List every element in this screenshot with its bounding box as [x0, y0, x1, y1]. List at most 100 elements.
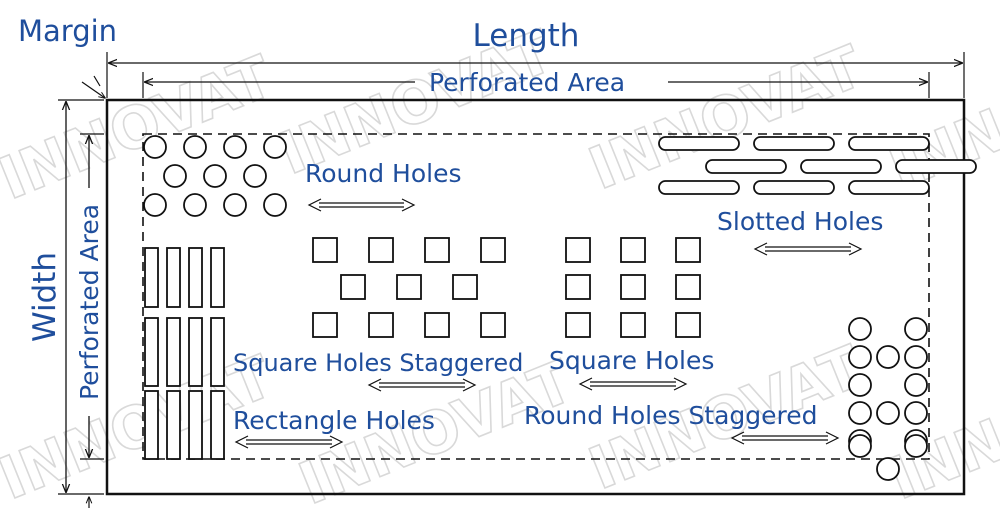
round-hole: [223, 193, 247, 217]
round-hole: [183, 135, 207, 159]
width-dimension: [58, 99, 104, 495]
rectangle-holes-label: Rectangle Holes: [233, 406, 435, 435]
square-hole: [424, 237, 450, 263]
arrow-path: [234, 435, 344, 449]
slot-hole: [848, 136, 930, 151]
round-hole: [848, 317, 872, 341]
round-hole: [904, 401, 928, 425]
round-holes-pattern: [143, 135, 287, 217]
square-hole: [340, 274, 366, 300]
round-hole: [876, 345, 900, 369]
round-hole: [904, 434, 928, 458]
square-hole: [312, 237, 338, 263]
round-hole: [848, 401, 872, 425]
round-hole: [183, 193, 207, 217]
double-direction-arrow: [753, 242, 863, 256]
square-hole: [675, 312, 701, 338]
rectangle-hole: [210, 390, 225, 460]
perforated-area-left-label: Perforated Area: [75, 204, 104, 400]
round-hole: [848, 345, 872, 369]
square-hole: [565, 312, 591, 338]
length-dimension: [106, 52, 965, 98]
arrow-path: [578, 377, 688, 391]
square-hole: [620, 312, 646, 338]
rectangle-hole: [144, 247, 159, 308]
rectangle-holes-pattern: [144, 247, 225, 460]
square-hole: [312, 312, 338, 338]
rectangle-hole: [188, 390, 203, 460]
rectangle-hole: [144, 390, 159, 460]
square-hole: [675, 237, 701, 263]
margin-label: Margin: [18, 14, 117, 48]
round-hole: [848, 373, 872, 397]
rectangle-hole: [210, 317, 225, 387]
rectangle-hole: [166, 247, 181, 308]
square-holes-staggered-label: Square Holes Staggered: [233, 349, 523, 377]
round-hole: [203, 164, 227, 188]
slot-hole: [753, 136, 835, 151]
direction-arrows: [234, 198, 863, 449]
round-holes-staggered-label: Round Holes Staggered: [524, 401, 818, 430]
perforated-area-boundary: [142, 133, 930, 460]
rectangle-hole: [188, 317, 203, 387]
square-hole: [424, 312, 450, 338]
rectangle-hole: [144, 317, 159, 387]
arrow-path: [730, 431, 840, 445]
arrow-path: [307, 198, 416, 212]
margin-indicator: [81, 75, 105, 98]
length-label: Length: [473, 18, 580, 54]
rectangle-hole: [166, 317, 181, 387]
arrow-path: [753, 242, 863, 256]
round-hole: [904, 345, 928, 369]
rectangle-hole: [188, 247, 203, 308]
slot-hole: [848, 180, 930, 195]
perforated-area-top-dimension: [142, 72, 930, 98]
square-hole: [368, 312, 394, 338]
round-holes-label: Round Holes: [305, 159, 462, 188]
round-holes-staggered-pattern: [848, 317, 928, 481]
arrow-path: [367, 378, 477, 392]
slotted-holes-pattern: [658, 136, 977, 195]
square-hole: [480, 312, 506, 338]
square-hole: [452, 274, 478, 300]
round-hole: [143, 193, 167, 217]
sheet-outline: [105, 98, 966, 496]
rectangle-hole: [210, 247, 225, 308]
square-hole: [480, 237, 506, 263]
square-hole: [368, 237, 394, 263]
round-hole: [904, 373, 928, 397]
double-direction-arrow: [578, 377, 688, 391]
watermark-text: INNOVAT: [0, 42, 282, 213]
perforated-area-left-dimension: [80, 133, 104, 460]
width-label: Width: [27, 252, 63, 342]
round-hole: [876, 401, 900, 425]
square-hole: [620, 237, 646, 263]
round-hole: [163, 164, 187, 188]
round-hole: [143, 135, 167, 159]
round-hole: [876, 457, 900, 481]
round-hole: [243, 164, 267, 188]
double-direction-arrow: [234, 435, 344, 449]
slot-hole: [753, 180, 835, 195]
double-direction-arrow: [730, 431, 840, 445]
square-hole: [565, 237, 591, 263]
perforated-area-top-label: Perforated Area: [429, 68, 625, 97]
slot-hole: [658, 136, 740, 151]
watermark-text: INNOVAT: [580, 32, 872, 203]
slot-hole: [658, 180, 740, 195]
round-hole: [223, 135, 247, 159]
square-holes-pattern: [565, 237, 701, 338]
rectangle-hole: [166, 390, 181, 460]
watermark-text: INNOVAT: [880, 342, 1000, 513]
slot-hole: [895, 159, 977, 174]
double-direction-arrow: [367, 378, 477, 392]
square-hole: [565, 274, 591, 300]
slot-hole: [705, 159, 787, 174]
square-hole: [396, 274, 422, 300]
round-hole: [848, 434, 872, 458]
square-hole: [675, 274, 701, 300]
round-hole: [263, 193, 287, 217]
square-holes-label: Square Holes: [549, 346, 714, 375]
round-hole: [904, 317, 928, 341]
